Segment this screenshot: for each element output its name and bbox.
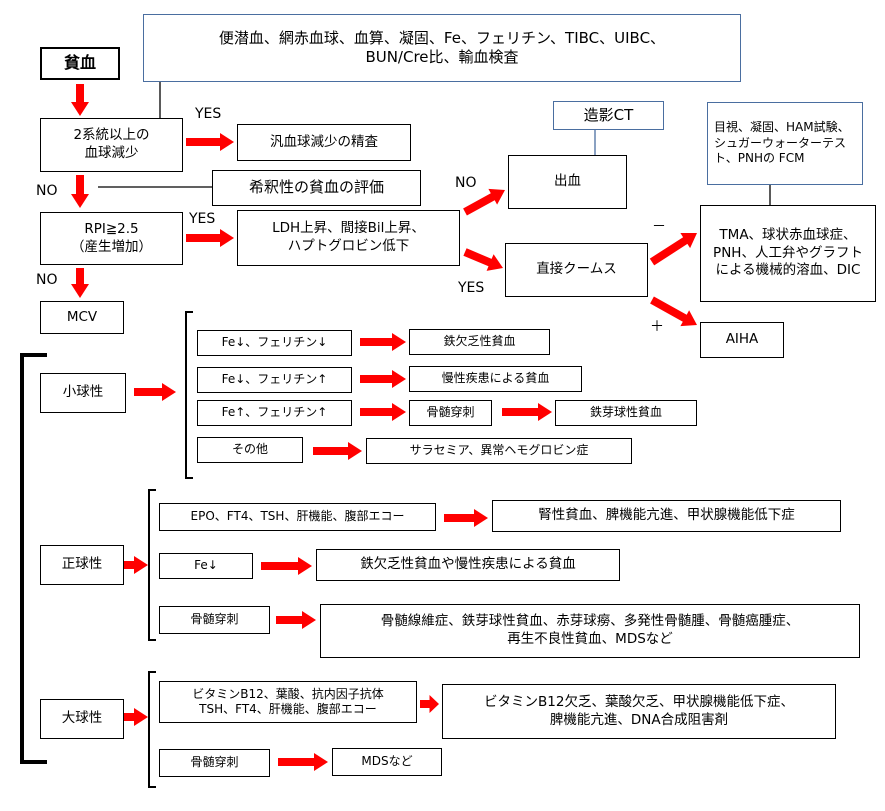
macro-tests-box: ビタミンB12、葉酸、抗内因子抗体 TSH、FT4、肝機能、腹部エコー bbox=[159, 681, 417, 723]
arrows-group bbox=[71, 84, 697, 771]
arrow-to-pancytopenia bbox=[186, 133, 234, 151]
arrow-normo-3 bbox=[276, 611, 316, 629]
arrow-micro-2 bbox=[360, 370, 406, 388]
arrow-two-lines-to-rpi bbox=[71, 175, 89, 208]
pancytopenia-workup-box: 汎血球減少の精査 bbox=[237, 124, 411, 161]
micro-other-box: その他 bbox=[197, 437, 303, 463]
arrow-micro-3a bbox=[360, 403, 406, 421]
yes-label-pancytopenia: YES bbox=[195, 106, 222, 122]
arrow-to-microcytic bbox=[134, 383, 176, 401]
yes-label-coombs: YES bbox=[458, 280, 485, 296]
micro-fe-high-ferritin-high-box: Fe↑、フェリチン↑ bbox=[197, 400, 352, 426]
normo-bone-marrow-aspiration-box: 骨髄穿刺 bbox=[159, 606, 270, 634]
no-label-rpi: NO bbox=[36, 272, 58, 288]
arrow-to-bleeding bbox=[463, 188, 505, 216]
root-anemia-box: 貧血 bbox=[40, 47, 120, 80]
anemia-of-chronic-disease-box: 慢性疾患による貧血 bbox=[409, 366, 582, 392]
arrow-macro-2 bbox=[278, 753, 328, 771]
no-label-two-lines: NO bbox=[36, 183, 58, 199]
aiha-box: AIHA bbox=[700, 322, 784, 358]
dilutional-anemia-box: 希釈性の貧血の評価 bbox=[212, 170, 421, 206]
arrow-to-normocytic bbox=[118, 556, 148, 574]
bracket-macrocytic bbox=[148, 671, 156, 788]
arrow-micro-4 bbox=[313, 442, 362, 460]
arrow-micro-3b bbox=[502, 403, 552, 421]
normo-fe-low-box: Fe↓ bbox=[159, 553, 253, 579]
bracket-normocytic bbox=[148, 489, 156, 641]
arrow-to-macrocytic bbox=[118, 708, 148, 726]
macro-bone-marrow-aspiration-box: 骨髄穿刺 bbox=[159, 749, 270, 777]
normocytic-box: 正球性 bbox=[40, 545, 124, 585]
direct-coombs-box: 直接クームス bbox=[505, 243, 648, 297]
micro-fe-low-ferritin-low-box: Fe↓、フェリチン↓ bbox=[197, 330, 352, 356]
two-lineage-cytopenia-box: 2系統以上の 血球減少 bbox=[40, 118, 183, 172]
iron-deficiency-or-acd-box: 鉄欠乏性貧血や慢性疾患による貧血 bbox=[316, 549, 620, 581]
arrow-normo-2 bbox=[261, 557, 312, 575]
tma-tests-box: 目視、凝固、HAM試験、シュガーウォーターテスト、PNHの FCM bbox=[707, 102, 863, 185]
micro-bone-marrow-aspiration-box: 骨髄穿刺 bbox=[409, 400, 492, 426]
initial-tests-box: 便潜血、網赤血球、血算、凝固、Fe、フェリチン、TIBC、UIBC、 BUN/C… bbox=[143, 14, 741, 82]
arrow-micro-1 bbox=[360, 333, 406, 351]
no-label-bleeding: NO bbox=[455, 175, 477, 191]
arrow-root-to-two-lines bbox=[71, 84, 89, 116]
bleeding-box: 出血 bbox=[508, 155, 627, 209]
bracket-microcytic bbox=[185, 311, 193, 479]
normo-tests-box: EPO、FT4、TSH、肝機能、腹部エコー bbox=[159, 503, 436, 531]
thalassemia-box: サラセミア、異常ヘモグロビン症 bbox=[366, 438, 632, 464]
contrast-ct-box: 造影CT bbox=[553, 101, 664, 130]
hemolysis-markers-box: LDH上昇、間接Bil上昇、 ハプトグロビン低下 bbox=[237, 210, 460, 266]
iron-deficiency-anemia-box: 鉄欠乏性貧血 bbox=[409, 329, 550, 355]
sideroblastic-anemia-box: 鉄芽球性貧血 bbox=[555, 400, 697, 426]
macrocytic-box: 大球性 bbox=[40, 699, 124, 739]
b12-deficiency-box: ビタミンB12欠乏、葉酸欠乏、甲状腺機能低下症、 脾機能亢進、DNA合成阻害剤 bbox=[442, 684, 836, 739]
arrow-to-coombs bbox=[463, 248, 503, 271]
marrow-diseases-box: 骨髄線維症、鉄芽球性貧血、赤芽球癆、多発性骨髄腫、骨髄癌腫症、 再生不良性貧血、… bbox=[320, 604, 860, 658]
arrow-coombs-plus bbox=[650, 296, 697, 327]
arrow-normo-1 bbox=[444, 509, 488, 527]
yes-label-rpi: YES bbox=[189, 211, 216, 227]
mcv-box: MCV bbox=[40, 301, 124, 334]
minus-label: － bbox=[652, 219, 666, 235]
arrow-coombs-minus bbox=[649, 233, 697, 266]
mds-box: MDSなど bbox=[332, 748, 442, 776]
renal-anemia-box: 腎性貧血、脾機能亢進、甲状腺機能低下症 bbox=[492, 500, 841, 532]
arrow-to-hemolysis bbox=[186, 229, 234, 247]
tma-differential-box: TMA、球状赤血球症、PNH、人工弁やグラフトによる機械的溶血、DIC bbox=[700, 205, 876, 302]
bracket-mcv-groups bbox=[20, 353, 47, 764]
plus-label: ＋ bbox=[650, 319, 664, 335]
arrow-rpi-to-mcv bbox=[71, 268, 89, 298]
micro-fe-low-ferritin-high-box: Fe↓、フェリチン↑ bbox=[197, 367, 352, 393]
rpi-box: RPI≧2.5 （産生増加） bbox=[40, 212, 183, 265]
microcytic-box: 小球性 bbox=[40, 373, 126, 413]
arrow-macro-1 bbox=[420, 695, 439, 713]
